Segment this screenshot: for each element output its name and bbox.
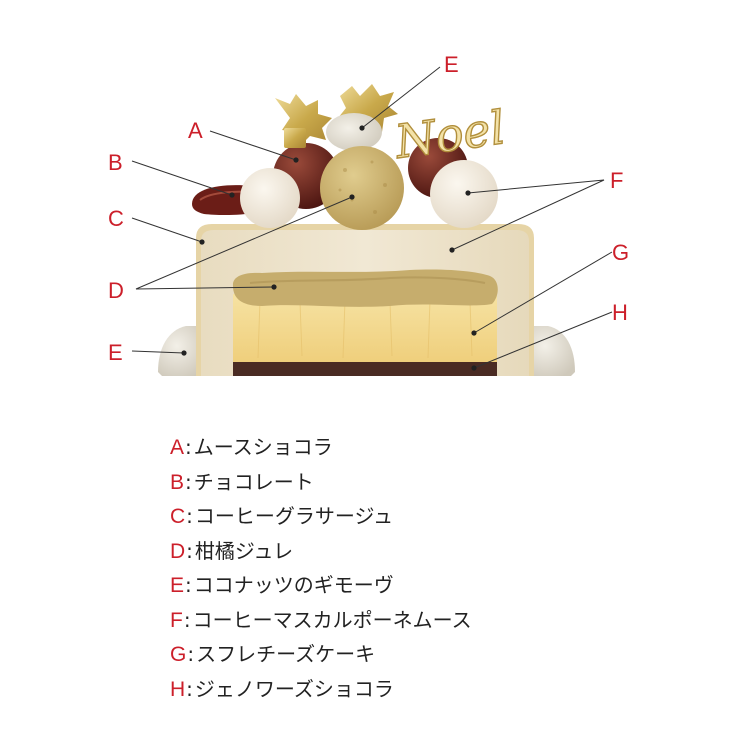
- legend-text: チョコレート: [193, 469, 314, 494]
- leader-dot-b: [229, 192, 235, 198]
- citrus-jelly-layer: [232, 269, 498, 307]
- leader-dot-h: [471, 365, 477, 371]
- leader-dot-g: [471, 330, 477, 336]
- coconut-guimauve-top: [326, 113, 382, 151]
- legend-key: C: [170, 505, 186, 528]
- noel-topper-text: Noel: [391, 100, 508, 169]
- legend-separator: :: [187, 642, 195, 666]
- leader-d: [135, 196, 353, 290]
- leader-dot-d-ball: [349, 194, 355, 200]
- legend-text: ココナッツのギモーヴ: [193, 573, 394, 597]
- leader-e-side: [131, 350, 185, 354]
- genoise-chocolat-layer: [233, 362, 497, 376]
- leader-dot-f-puff: [465, 190, 471, 196]
- callout-h: H: [612, 300, 628, 325]
- legend-text: コーヒーグラサージュ: [194, 504, 394, 528]
- legend-item-c: C:コーヒーグラサージュ: [170, 499, 472, 534]
- leader-f: [451, 179, 605, 251]
- leader-dot-c: [199, 239, 205, 245]
- mascarpone-cream-puff-left: [240, 168, 300, 228]
- leader-h: [473, 311, 613, 369]
- legend-text: 柑橘ジュレ: [194, 538, 294, 563]
- legend-item-b: B:チョコレート: [170, 465, 472, 500]
- legend-key: B: [170, 470, 185, 494]
- citrus-jelly-ball: [320, 146, 404, 230]
- legend-text: コーヒーマスカルポーネムース: [192, 607, 472, 632]
- legend-key: A: [170, 436, 185, 459]
- mascarpone-cream-puff-right: [430, 160, 498, 228]
- legend-item-e: E:ココナッツのギモーヴ: [170, 568, 472, 603]
- souffle-texture: [257, 299, 473, 359]
- cake-cross-section-diagram: Noel A B C D E E F G H: [108, 52, 629, 376]
- leader-b: [131, 160, 233, 196]
- legend-separator: :: [183, 607, 191, 632]
- leader-dot-e-side: [181, 350, 187, 356]
- leader-a: [209, 130, 297, 161]
- callout-e-top: E: [444, 52, 459, 77]
- legend-text: ジェノワーズショコラ: [194, 676, 394, 701]
- leader-g: [473, 251, 613, 334]
- legend-key: G: [170, 643, 187, 666]
- legend-item-h: H:ジェノワーズショコラ: [170, 672, 472, 707]
- callout-e-side: E: [108, 340, 123, 365]
- coconut-guimauve-right: [525, 326, 575, 376]
- gold-ribbon: [284, 128, 306, 148]
- citrus-jelly-speckle: [249, 276, 486, 284]
- callout-b: B: [108, 150, 123, 175]
- leader-dot-d-jelly: [271, 284, 277, 290]
- legend-key: E: [170, 574, 185, 597]
- legend-separator: :: [185, 573, 192, 597]
- legend-separator: :: [185, 469, 192, 494]
- callout-g: G: [612, 240, 629, 265]
- legend-separator: :: [186, 538, 193, 563]
- callout-c: C: [108, 206, 124, 231]
- legend-separator: :: [185, 435, 192, 459]
- legend-key: D: [170, 539, 186, 563]
- leader-dot-a: [293, 157, 299, 163]
- legend-text: ムースショコラ: [193, 435, 333, 459]
- callout-d: D: [108, 278, 124, 303]
- leader-c: [131, 217, 203, 243]
- legend-separator: :: [186, 676, 193, 701]
- leader-dot-f-mousse: [449, 247, 455, 253]
- legend-item-a: A:ムースショコラ: [170, 430, 472, 465]
- coconut-guimauve-left: [158, 326, 205, 376]
- legend-separator: :: [186, 504, 193, 528]
- callout-a: A: [188, 118, 203, 143]
- legend-key: F: [170, 608, 183, 632]
- legend-item-f: F:コーヒーマスカルポーネムース: [170, 603, 472, 638]
- legend-text: スフレチーズケーキ: [196, 642, 376, 666]
- legend-item-g: G:スフレチーズケーキ: [170, 637, 472, 672]
- souffle-cheesecake-layer: [233, 294, 497, 362]
- leader-e-top: [361, 66, 441, 129]
- legend-item-d: D:柑橘ジュレ: [170, 534, 472, 569]
- legend-key: H: [170, 677, 186, 701]
- gold-holly-leaf-left: [275, 94, 332, 146]
- callout-f: F: [610, 168, 623, 193]
- layer-legend: A:ムースショコラ B:チョコレート C:コーヒーグラサージュ D:柑橘ジュレ …: [170, 430, 472, 706]
- leader-dot-e-top: [359, 125, 365, 131]
